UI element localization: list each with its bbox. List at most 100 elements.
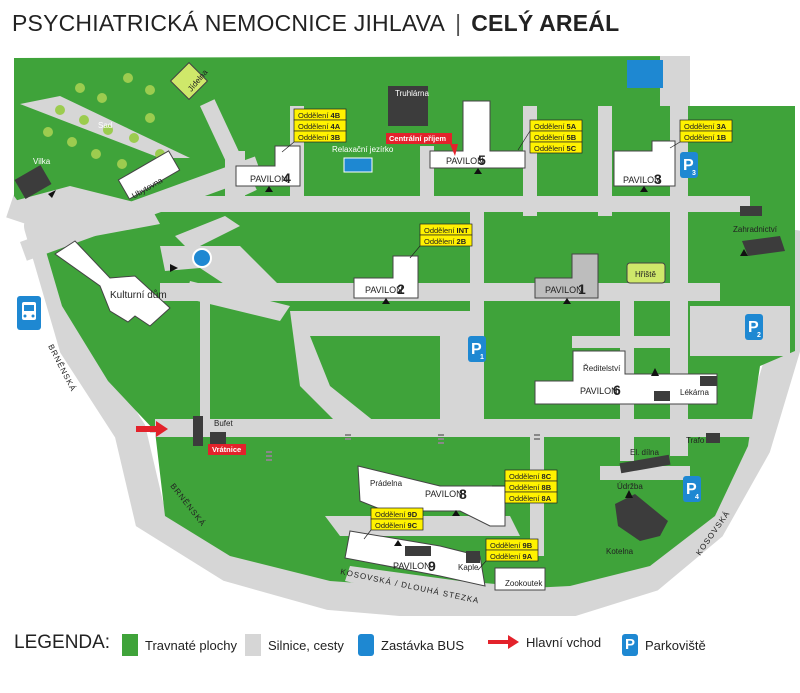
hriste-label: Hřiště <box>635 270 656 279</box>
vratnice-label: Vrátnice <box>212 445 241 454</box>
svg-text:1: 1 <box>480 354 484 361</box>
udrzba-building <box>615 494 668 541</box>
svg-text:Oddělení 8A: Oddělení 8A <box>509 494 552 503</box>
centralni-prijem-badge <box>386 133 452 144</box>
ward-labels-p2 <box>409 223 473 259</box>
orchard <box>43 73 165 169</box>
parking-p4: P 4 <box>683 476 701 502</box>
reditelstvi-label: Ředitelství <box>583 364 621 373</box>
svg-text:Oddělení 1B: Oddělení 1B <box>684 133 727 142</box>
legend-grass-label: Travnaté plochy <box>145 637 238 653</box>
truhlarna-building <box>388 86 428 126</box>
kaple-label: Kaple <box>458 563 479 572</box>
area-name: CELÝ AREÁL <box>471 9 620 36</box>
pavilon-8-num: 8 <box>459 486 467 502</box>
svg-text:P: P <box>748 319 759 336</box>
svg-text:2: 2 <box>757 332 761 339</box>
svg-text:P: P <box>471 341 482 358</box>
svg-text:Oddělení 5B: Oddělení 5B <box>534 133 577 142</box>
zookoutek <box>494 567 546 591</box>
zahradnictvi-building <box>742 236 785 256</box>
bufet-label: Bufet <box>214 419 233 428</box>
main-entrance-arrow <box>136 421 168 437</box>
jidelna-building <box>169 61 209 101</box>
sad-label: Sad <box>98 121 112 130</box>
svg-text:Oddělení 8B: Oddělení 8B <box>509 483 552 492</box>
ward-labels-p9b <box>477 538 539 571</box>
svg-text:4: 4 <box>695 494 699 501</box>
pavilon-3-word: PAVILON <box>623 175 661 185</box>
parking-p3: P 3 <box>680 152 698 178</box>
ward-labels-p3 <box>669 119 733 149</box>
pavilon-4-building <box>235 145 301 187</box>
pavilon-6-building <box>534 350 718 405</box>
pavilon-2-building <box>353 255 419 299</box>
trafo-label: Trafo <box>686 436 705 445</box>
parking-icon: P <box>622 634 638 656</box>
svg-text:Oddělení 5A: Oddělení 5A <box>534 122 577 131</box>
legend-grass: Travnaté plochy <box>122 634 237 656</box>
svg-text:P: P <box>686 481 697 498</box>
svg-text:Oddělení 8C: Oddělení 8C <box>509 472 552 481</box>
kulturni-dum-label: Kulturní dům <box>110 289 167 301</box>
svg-text:Oddělení 2B: Oddělení 2B <box>424 237 467 246</box>
ward-labels-p8 <box>492 469 558 504</box>
road-swatch <box>245 634 261 656</box>
campus-map: Sad Jídelna Vilka Ubytovna Kulturní dům … <box>0 46 800 616</box>
pavilon-2-word: PAVILON <box>365 285 403 295</box>
ward-texts: Oddělení 4B Oddělení 4A Oddělení 3B Oddě… <box>298 111 727 561</box>
pavilon-2-num: 2 <box>397 281 405 297</box>
parking-p1: P 1 <box>468 336 486 362</box>
pavilon-1-word: PAVILON <box>545 285 583 295</box>
title-separator: | <box>455 9 462 36</box>
zahradnictvi-label: Zahradnictví <box>733 225 778 234</box>
legend-entrance-label: Hlavní vchod <box>526 634 602 650</box>
hriste <box>626 262 666 284</box>
pavilon-4-word: PAVILON <box>250 174 288 184</box>
kulturni-dum-building <box>54 240 171 327</box>
kotelna-label: Kotelna <box>606 547 634 556</box>
svg-text:Oddělení 4A: Oddělení 4A <box>298 122 341 131</box>
pavilon-5-num: 5 <box>478 152 486 168</box>
grass-swatch <box>122 634 138 656</box>
entrance-arrow-icon <box>488 635 519 649</box>
pavilon-4-num: 4 <box>283 170 291 186</box>
svg-text:Oddělení 9C: Oddělení 9C <box>375 521 418 530</box>
pavilon-8-word: PAVILON <box>425 489 463 499</box>
pavilon-6-word: PAVILON <box>580 386 618 396</box>
ward-labels-p9a <box>363 507 424 540</box>
relaxacni-label: Relaxační jezírko <box>332 145 394 154</box>
zookoutek-label: Zookoutek <box>505 579 543 588</box>
legend-parking-label: Parkoviště <box>645 637 706 653</box>
pond <box>627 60 663 88</box>
pavilon-3-building <box>613 140 676 187</box>
svg-text:Oddělení 3B: Oddělení 3B <box>298 133 341 142</box>
pavilon-9-building <box>344 530 486 587</box>
legend-roads-label: Silnice, cesty <box>268 637 344 653</box>
svg-text:Oddělení INT: Oddělení INT <box>424 226 469 235</box>
svg-text:P: P <box>683 157 694 174</box>
ward-labels-p5 <box>517 119 583 154</box>
centralni-prijem-label: Centrální příjem <box>389 134 446 143</box>
udrzba-label: Údržba <box>617 482 643 491</box>
parking-p2: P 2 <box>745 314 763 340</box>
pradelna-label: Prádelna <box>370 479 403 488</box>
svg-text:Oddělení 5C: Oddělení 5C <box>534 144 577 153</box>
legend-bus-label: Zastávka BUS <box>381 637 465 653</box>
page-title: PSYCHIATRICKÁ NEMOCNICE JIHLAVA | CELÝ A… <box>12 6 619 40</box>
legend: LEGENDA: Travnaté plochy Silnice, cesty … <box>0 622 800 672</box>
pavilon-9-word: PAVILON <box>393 561 431 571</box>
hospital-name: PSYCHIATRICKÁ NEMOCNICE JIHLAVA <box>12 9 446 36</box>
lekarna-label: Lékárna <box>680 388 709 397</box>
legend-bus: Zastávka BUS <box>358 634 464 656</box>
svg-text:Oddělení 9B: Oddělení 9B <box>490 541 533 550</box>
pavilon-9-num: 9 <box>428 558 436 574</box>
pavilon-5-word: PAVILON <box>446 156 484 166</box>
bus-icon <box>358 634 374 656</box>
ward-labels-p4 <box>281 108 347 153</box>
vilka-label: Vilka <box>33 157 51 166</box>
ubytovna-building <box>117 150 181 200</box>
svg-text:Oddělení 9D: Oddělení 9D <box>375 510 418 519</box>
relaxacni-pond <box>343 157 373 173</box>
svg-text:Oddělení 3A: Oddělení 3A <box>684 122 727 131</box>
